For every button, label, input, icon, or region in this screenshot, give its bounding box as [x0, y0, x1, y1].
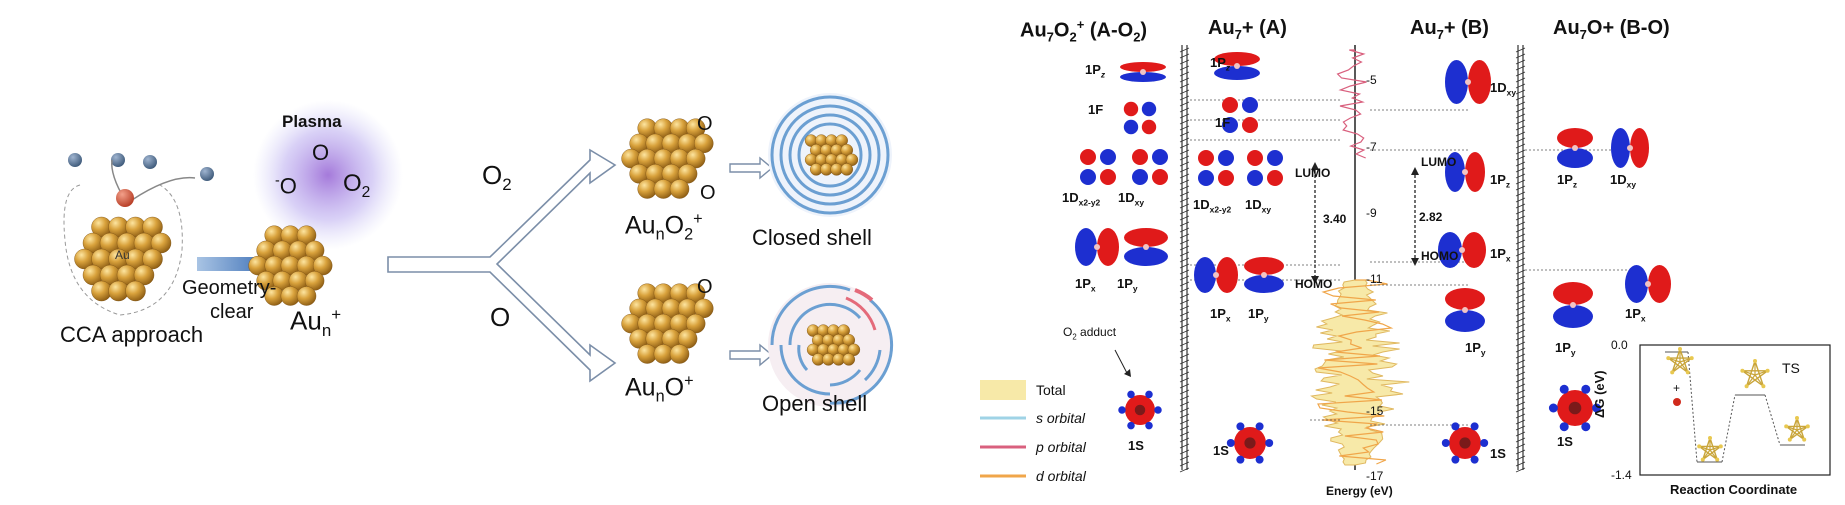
inset-ts-label: TS	[1782, 360, 1800, 376]
inset-ymin: -1.4	[1611, 468, 1632, 482]
open-shell-label: Open shell	[762, 391, 868, 416]
geometry-label-1: Geometry-	[182, 277, 277, 299]
free-energy-inset	[1639, 344, 1831, 476]
header-au7-a: Au7+ (A)	[1208, 17, 1287, 42]
orb-aO2-1pz: 1Pz	[1085, 62, 1106, 80]
upper-product-label: AunO2+	[625, 210, 703, 244]
arrow-closed	[729, 156, 774, 180]
orb-b-1dxy: 1Dxy	[1490, 80, 1517, 98]
species-o2: O2	[343, 170, 371, 201]
orb-a-1s: 1S	[1213, 443, 1229, 458]
energy-tick-17: -17	[1366, 469, 1384, 483]
orb-bo-1dxy: 1Dxy	[1610, 172, 1637, 190]
energy-tick-7: -7	[1366, 140, 1377, 154]
orb-bo-1pz: 1Pz	[1557, 172, 1578, 190]
closed-shell-label: Closed shell	[752, 225, 872, 250]
gold-cluster-open	[806, 324, 861, 366]
orb-bo-1s: 1S	[1557, 434, 1573, 449]
orb-b-1pz: 1Pz	[1490, 172, 1511, 190]
homo-label-a: HOMO	[1295, 277, 1333, 291]
orb-a-1dx2y2: 1Dx2-y2	[1193, 197, 1232, 215]
energy-tick-9: -9	[1366, 206, 1377, 220]
orb-aO2-1s: 1S	[1128, 438, 1144, 453]
energy-tick-15: -15	[1366, 404, 1384, 418]
inset-clusters	[1666, 347, 1810, 462]
orb-aO2-1py: 1Py	[1117, 276, 1138, 294]
legend-total: Total	[1036, 382, 1066, 398]
gold-cluster-cca	[74, 216, 172, 302]
dos-strip	[1310, 45, 1410, 470]
gold-cluster-upper	[621, 118, 714, 199]
legend-d: d orbital	[1036, 468, 1086, 484]
inset-ylabel: ΔG (eV)	[1592, 370, 1607, 418]
geometry-label-2: clear	[210, 301, 254, 323]
cca-cluster	[63, 153, 214, 316]
orb-b-1s: 1S	[1490, 446, 1506, 461]
lumo-label-b: LUMO	[1421, 155, 1457, 169]
orb-a-1px: 1Px	[1210, 306, 1231, 324]
o-atom-upper-2: O	[700, 182, 716, 204]
orb-b-1py: 1Py	[1465, 340, 1486, 358]
gap-label-a: 3.40	[1323, 212, 1347, 226]
orb-b-1px: 1Px	[1490, 246, 1511, 264]
orb-bo-1px: 1Px	[1625, 306, 1646, 324]
inset-ymax: 0.0	[1611, 338, 1628, 352]
au-atom-label: Au	[115, 248, 130, 262]
o-atom-lower: O	[697, 276, 713, 298]
inset-xlabel: Reaction Coordinate	[1670, 482, 1798, 497]
header-au7-b: Au7+ (B)	[1410, 17, 1489, 42]
cluster-label: Aun+	[290, 305, 342, 340]
adduct-label: O2 adduct	[1063, 325, 1117, 342]
o-atom-upper-1: O	[697, 113, 713, 135]
arrow-open	[729, 343, 774, 367]
species-ominus: -O	[275, 173, 297, 199]
orb-a-1pz: 1Pz	[1210, 55, 1231, 73]
legend	[980, 380, 1026, 478]
separator-hatches	[1179, 47, 1526, 473]
lumo-label-a: LUMO	[1295, 166, 1331, 180]
orb-a-1dxy: 1Dxy	[1245, 197, 1272, 215]
gold-cluster-plasma	[248, 225, 333, 306]
orb-aO2-1dx2y2: 1Dx2-y2	[1062, 190, 1101, 208]
energy-tick-5: -5	[1366, 73, 1377, 87]
legend-s: s orbital	[1036, 410, 1086, 426]
orb-aO2-1f: 1F	[1088, 102, 1104, 117]
inset-plus: +	[1673, 381, 1681, 395]
gold-cluster-lower	[621, 283, 714, 364]
plasma-label: Plasma	[282, 112, 342, 131]
legend-p: p orbital	[1036, 439, 1086, 455]
orb-aO2-1dxy: 1Dxy	[1118, 190, 1145, 208]
header-au7o-bo: Au7O+ (B-O)	[1553, 17, 1670, 42]
orbital-isosurfaces	[1075, 52, 1671, 464]
cca-label: CCA approach	[60, 322, 204, 347]
gold-cluster-closed	[804, 134, 859, 176]
energy-tick-11: -11	[1366, 272, 1383, 286]
orb-a-1py: 1Py	[1248, 306, 1269, 324]
orb-bo-1py: 1Py	[1555, 340, 1576, 358]
species-o: O	[312, 140, 330, 165]
o2-branch-label: O2	[482, 160, 512, 195]
plasma-glow	[253, 100, 403, 250]
o-branch-label: O	[490, 302, 511, 332]
header-au7o2: Au7O2+ (A-O2)	[1020, 17, 1148, 45]
orb-aO2-1px: 1Px	[1075, 276, 1096, 294]
homo-label-b: HOMO	[1421, 249, 1459, 263]
gap-label-b: 2.82	[1419, 210, 1443, 224]
energy-axis-label: Energy (eV)	[1326, 484, 1393, 498]
orb-a-1f: 1F	[1215, 115, 1231, 130]
branch-arrow	[387, 148, 617, 383]
lower-product-label: AunO+	[625, 372, 694, 406]
